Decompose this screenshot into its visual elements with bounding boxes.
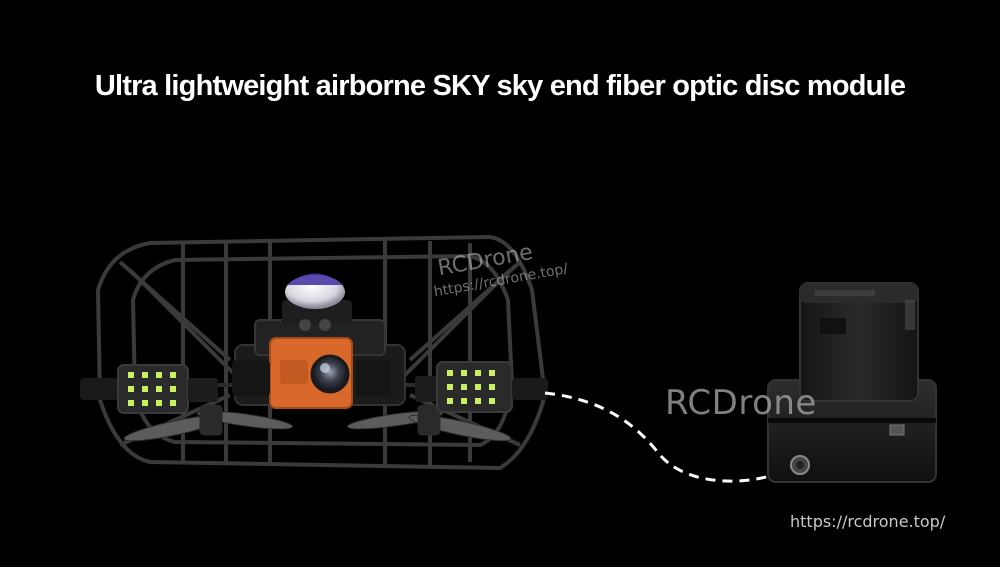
- left-light-panel: [80, 364, 218, 414]
- right-light-panel: [415, 361, 548, 413]
- fiber-optic-module: [767, 282, 937, 483]
- footer-url: https://rcdrone.top/: [790, 512, 946, 531]
- propellers: [123, 404, 512, 442]
- page-title: Ultra lightweight airborne SKY sky end f…: [94, 70, 906, 102]
- fiber-optic-cable: [544, 391, 791, 483]
- watermark-large: RCDrone: [665, 383, 817, 423]
- drone-body: [232, 273, 406, 409]
- cage-outer-frame: [96, 235, 547, 470]
